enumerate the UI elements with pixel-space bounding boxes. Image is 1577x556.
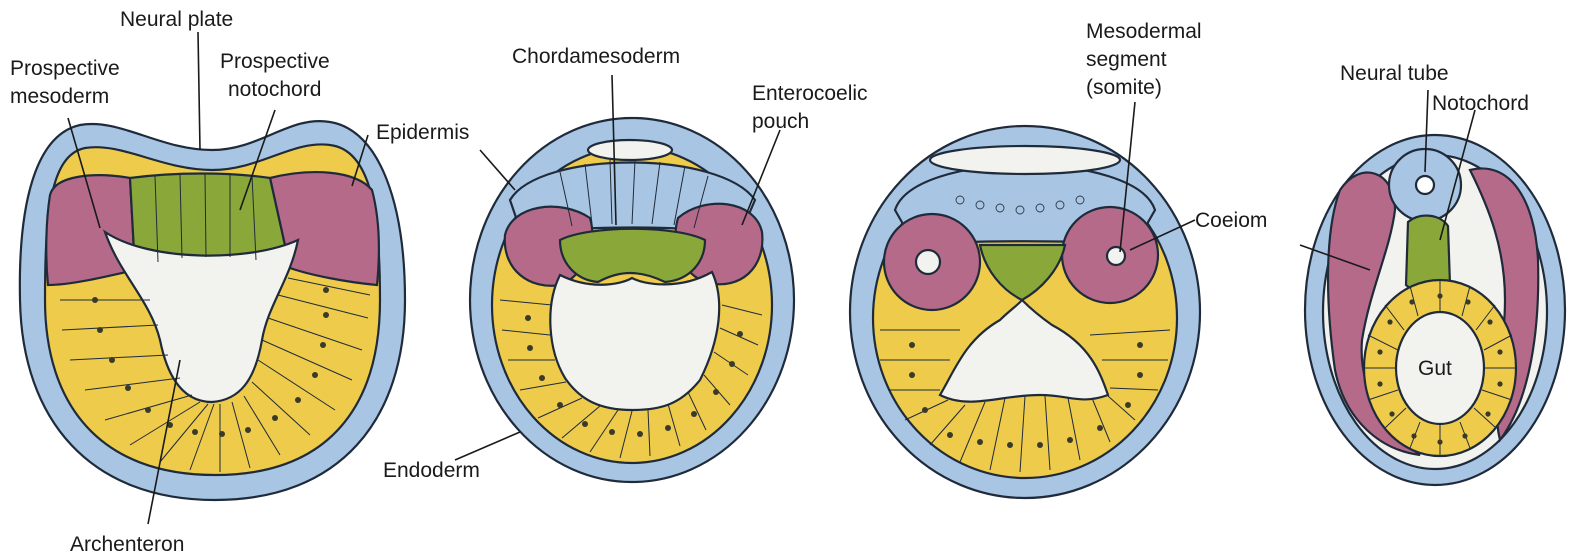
chordamesoderm-band bbox=[560, 229, 705, 282]
label-neural-plate: Neural plate bbox=[120, 8, 233, 31]
dorsal-cavity-2 bbox=[588, 140, 672, 160]
embryo-stage-1 bbox=[20, 121, 405, 500]
label-coelom: Coeiom bbox=[1195, 209, 1267, 232]
label-prospective-notochord-line2: notochord bbox=[228, 78, 321, 101]
coelom-cavity-right bbox=[1107, 247, 1125, 265]
embryo-stage-3 bbox=[850, 126, 1200, 498]
label-mesodermal-segment-line2: segment bbox=[1086, 48, 1167, 71]
label-mesodermal-segment-line1: Mesodermal bbox=[1086, 20, 1202, 43]
label-prospective-mesoderm-line2: mesoderm bbox=[10, 85, 109, 108]
label-archenteron: Archenteron bbox=[70, 533, 184, 556]
label-prospective-mesoderm-line1: Prospective bbox=[10, 57, 120, 80]
label-epidermis: Epidermis bbox=[376, 121, 469, 144]
dorsal-cavity-3 bbox=[930, 146, 1120, 174]
label-enterocoelic-pouch-line2: pouch bbox=[752, 110, 809, 133]
label-enterocoelic-pouch-line1: Enterocoelic bbox=[752, 82, 868, 105]
embryo-stage-2 bbox=[470, 118, 794, 482]
label-prospective-notochord-line1: Prospective bbox=[220, 50, 330, 73]
label-notochord: Notochord bbox=[1432, 92, 1529, 115]
somite-cavity-left bbox=[916, 250, 940, 274]
embryo-stage-4 bbox=[1305, 135, 1565, 485]
neural-canal bbox=[1416, 176, 1434, 194]
label-chordamesoderm: Chordamesoderm bbox=[512, 45, 680, 68]
label-neural-tube: Neural tube bbox=[1340, 62, 1449, 85]
label-mesodermal-segment-line3: (somite) bbox=[1086, 76, 1162, 99]
label-endoderm: Endoderm bbox=[383, 459, 480, 482]
label-gut: Gut bbox=[1418, 357, 1452, 380]
